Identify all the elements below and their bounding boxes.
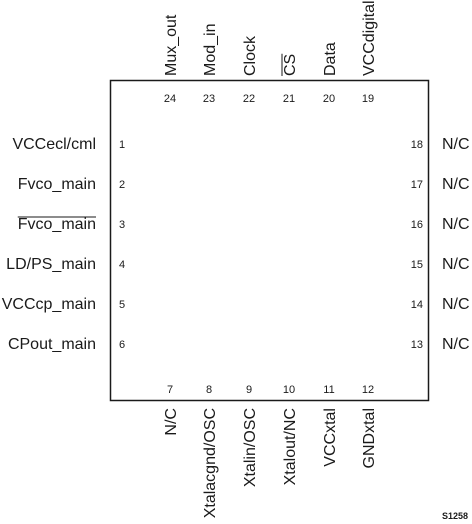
pin-label-top: Mux_out	[163, 14, 180, 76]
pin-label-right: N/C	[442, 216, 470, 233]
pin-label-left: Fvco_main	[18, 176, 96, 193]
pin-label-right: N/C	[442, 336, 470, 353]
pin-label-bottom: VCCxtal	[322, 408, 339, 467]
pin-number: 20	[323, 93, 335, 105]
chip-package-outline	[109, 79, 430, 402]
pin-label-top: Data	[322, 42, 339, 76]
pin-label-bottom: N/C	[163, 408, 180, 436]
pin-number: 4	[119, 259, 125, 271]
pin-number: 11	[323, 384, 334, 396]
pin-number: 22	[243, 93, 255, 105]
pin-number: 18	[411, 139, 423, 151]
pin-label-top: Clock	[242, 35, 259, 76]
pin-number: 17	[411, 179, 423, 191]
pin-number: 15	[411, 259, 423, 271]
pin-label-bottom: Xtalout/NC	[282, 408, 299, 485]
pin-label-right: N/C	[442, 256, 470, 273]
pin-number: 2	[119, 179, 125, 191]
figure-id: S1258	[442, 511, 468, 521]
pin-label-left: VCCcp_main	[2, 296, 96, 313]
pin-number: 5	[119, 299, 125, 311]
pin-number: 13	[411, 339, 423, 351]
pin-number: 7	[167, 384, 173, 396]
pin-number: 16	[411, 219, 423, 231]
pin-number: 9	[246, 384, 252, 396]
pin-label-bottom: Xtalacgnd/OSC	[202, 408, 219, 518]
pin-label-right: N/C	[442, 136, 470, 153]
pin-number: 14	[411, 299, 423, 311]
pin-label-right: N/C	[442, 176, 470, 193]
pin-number: 24	[164, 93, 176, 105]
pin-number: 10	[283, 384, 295, 396]
pin-number: 6	[119, 339, 125, 351]
pin-number: 12	[362, 384, 374, 396]
pin-label-bottom: Xtalin/OSC	[242, 408, 259, 487]
pin-label-top: CS	[282, 54, 299, 76]
pin-label-top: VCCdigital	[361, 0, 378, 76]
pin-label-left: VCCecl/cml	[12, 136, 96, 153]
pin-number: 8	[206, 384, 212, 396]
pin-number: 23	[203, 93, 215, 105]
pin-number: 3	[119, 219, 125, 231]
pin-label-top: Mod_in	[202, 24, 219, 76]
pin-label-left: Fvco_main	[18, 216, 96, 233]
pin-number: 21	[283, 93, 295, 105]
pin-number: 1	[119, 139, 125, 151]
pin-number: 19	[362, 93, 374, 105]
pin-label-right: N/C	[442, 296, 470, 313]
pin-label-left: CPout_main	[8, 336, 96, 353]
pin-label-bottom: GNDxtal	[361, 408, 378, 468]
pin-label-left: LD/PS_main	[6, 256, 96, 273]
